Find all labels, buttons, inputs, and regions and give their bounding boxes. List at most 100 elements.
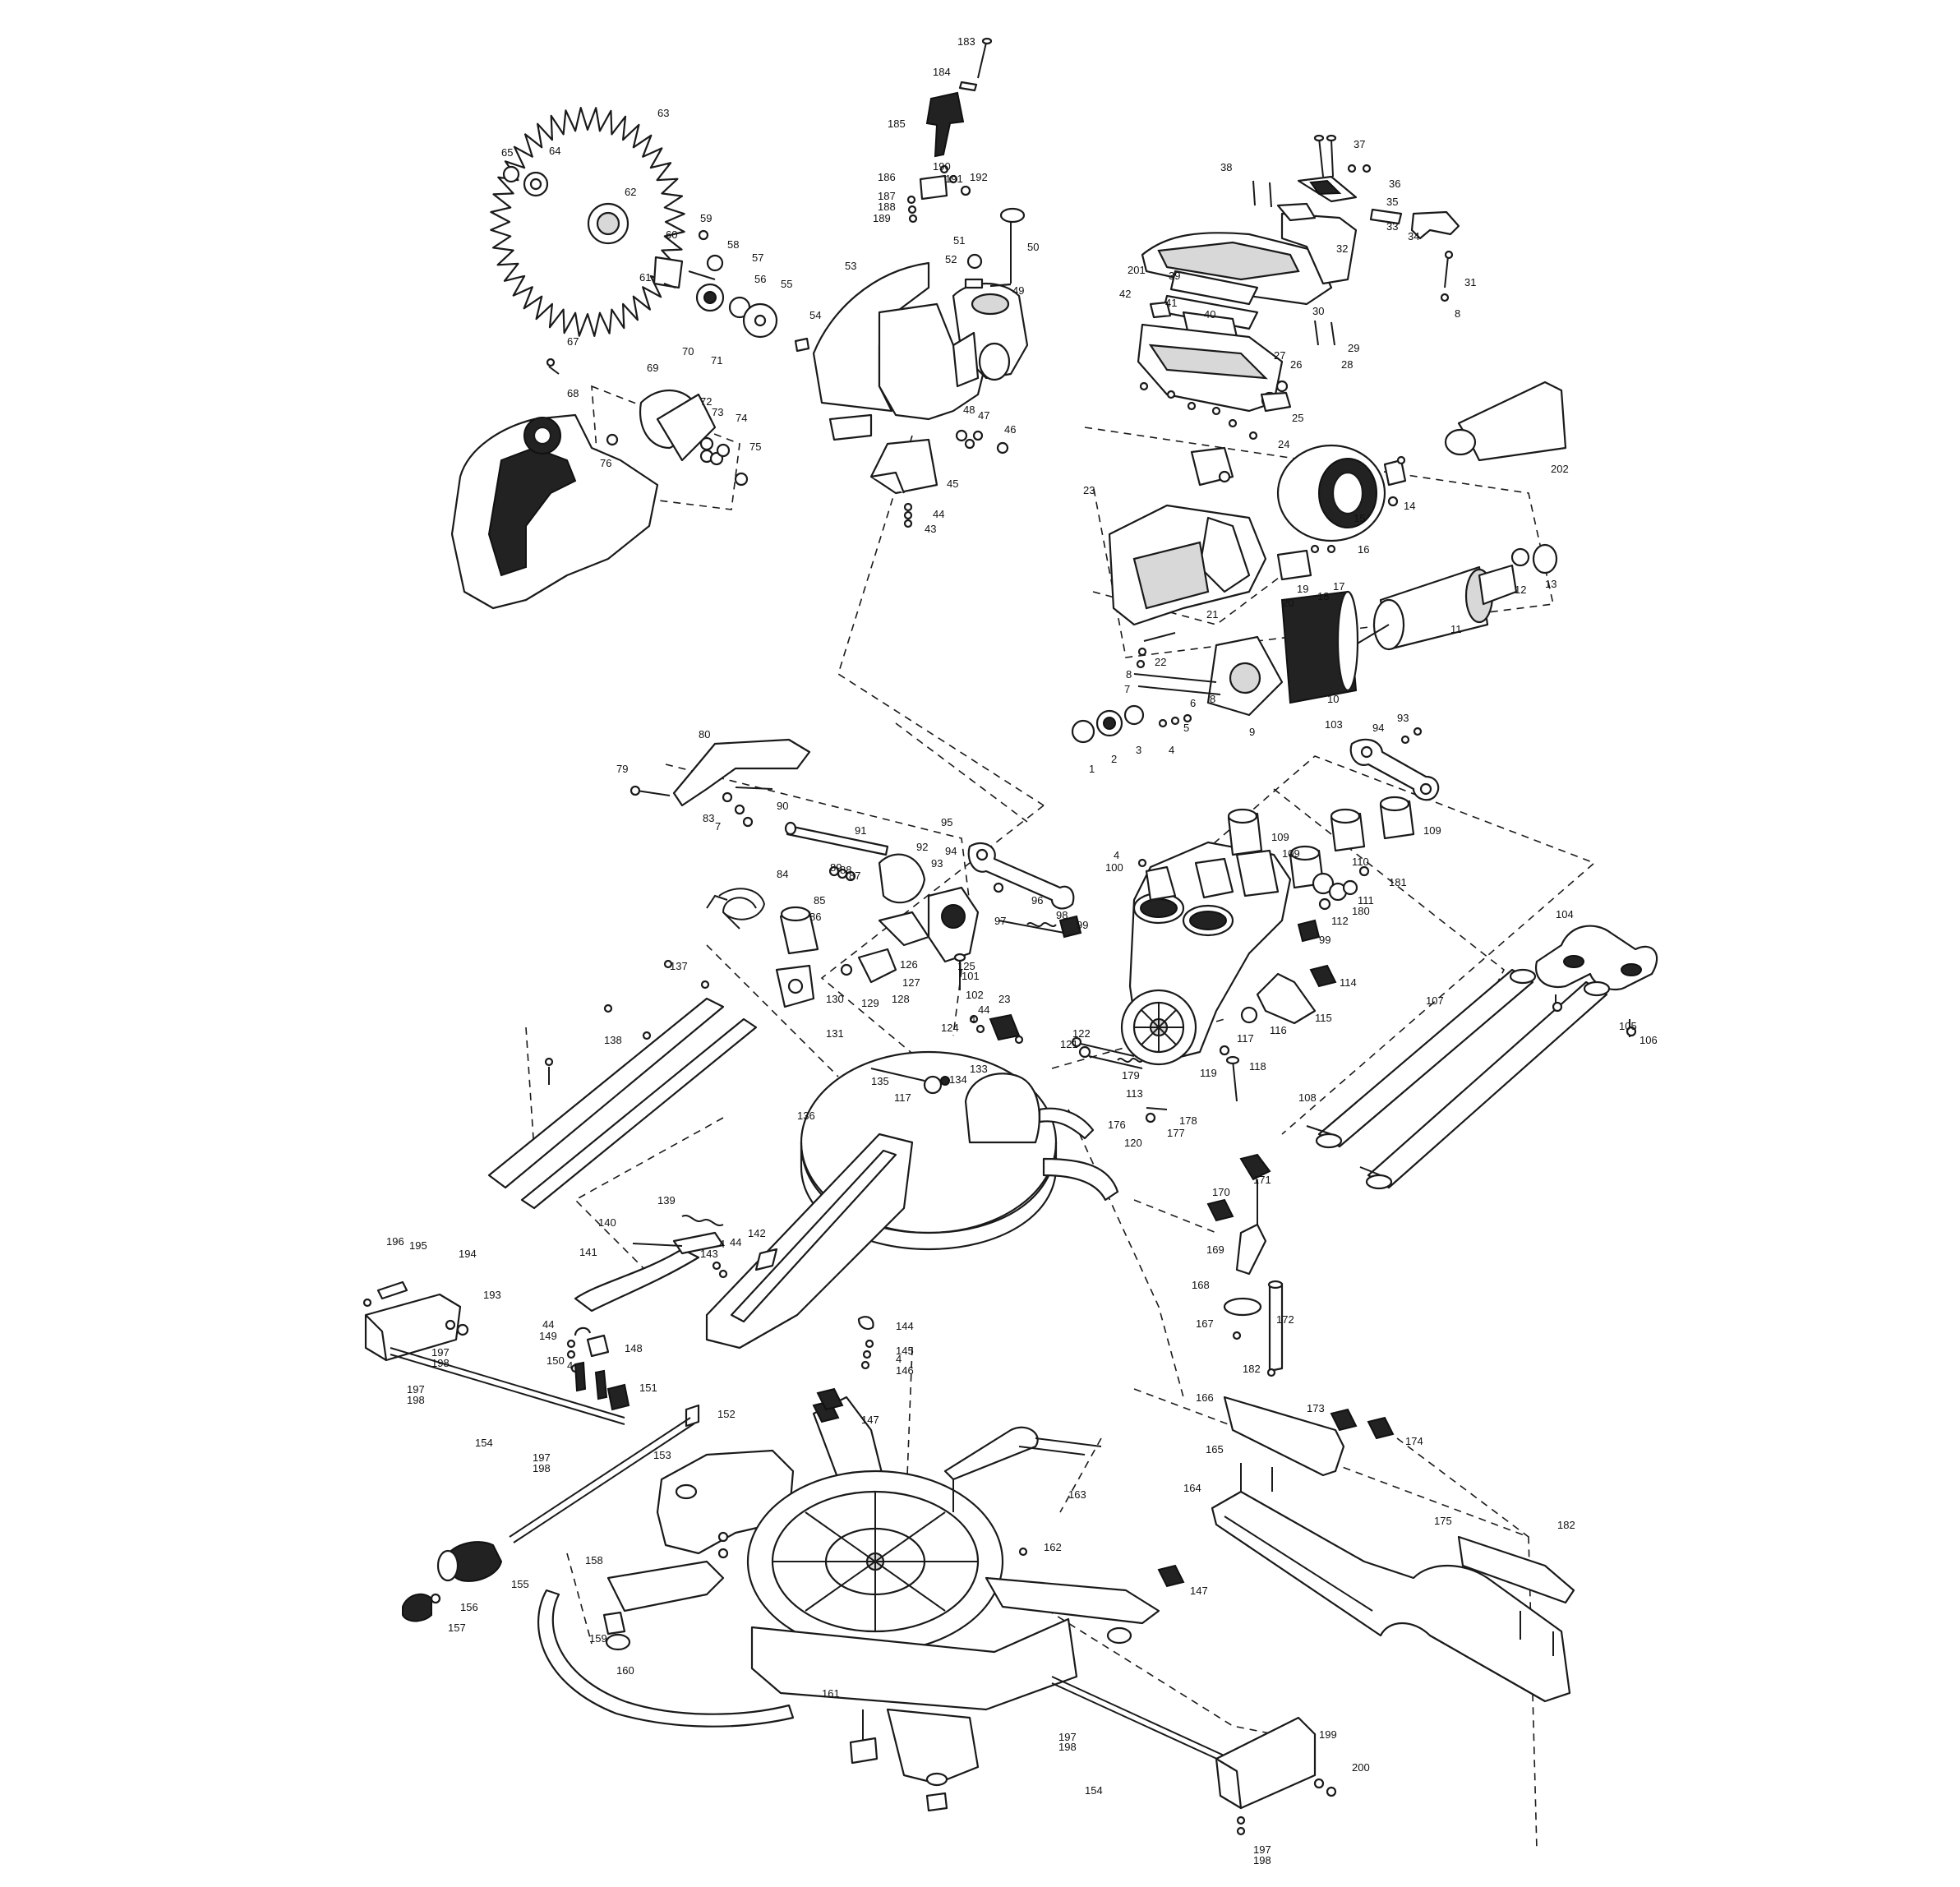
- part-callout-154: 154: [475, 1437, 493, 1449]
- part-callout-160: 160: [616, 1664, 634, 1677]
- part-callout-20: 20: [1282, 597, 1294, 609]
- part-callout-4: 4: [896, 1353, 902, 1365]
- part-callout-173: 173: [1307, 1402, 1325, 1414]
- part-callout-105: 105: [1619, 1020, 1637, 1032]
- part-callout-163: 163: [1068, 1488, 1086, 1501]
- part-callout-59: 59: [700, 212, 712, 224]
- part-callout-118: 118: [1249, 1060, 1266, 1073]
- part-callout-174: 174: [1405, 1435, 1423, 1447]
- part-callout-197: 197: [533, 1451, 551, 1464]
- part-callout-28: 28: [1341, 358, 1353, 371]
- part-callout-36: 36: [1389, 178, 1400, 190]
- part-callout-90: 90: [777, 800, 788, 812]
- part-callout-68: 68: [567, 387, 579, 399]
- part-callout-109: 109: [1271, 831, 1289, 843]
- part-callout-183: 183: [957, 35, 975, 48]
- part-callout-116: 116: [1270, 1024, 1287, 1036]
- part-callout-102: 102: [966, 989, 984, 1001]
- part-callout-26: 26: [1290, 358, 1302, 371]
- part-callout-38: 38: [1220, 161, 1232, 173]
- part-callout-42: 42: [1119, 288, 1131, 300]
- part-callout-114: 114: [1340, 976, 1357, 989]
- part-callout-37: 37: [1354, 138, 1365, 150]
- lower-blade-guard: [450, 358, 749, 610]
- part-callout-145: 145: [896, 1345, 914, 1357]
- part-callout-125: 125: [957, 960, 975, 972]
- part-callout-10: 10: [1327, 693, 1339, 705]
- part-callout-4: 4: [1169, 744, 1174, 756]
- part-callout-103: 103: [1325, 718, 1343, 731]
- part-callout-153: 153: [653, 1449, 671, 1461]
- part-callout-41: 41: [1165, 297, 1177, 309]
- part-callout-8: 8: [1210, 693, 1215, 705]
- part-callout-94: 94: [1372, 722, 1384, 734]
- part-callout-198: 198: [1058, 1741, 1077, 1753]
- part-callout-60: 60: [666, 228, 677, 241]
- part-callout-1: 1: [1089, 763, 1095, 775]
- depth-stop: [1206, 1153, 1284, 1377]
- part-callout-104: 104: [1556, 908, 1574, 920]
- part-callout-143: 143: [700, 1248, 718, 1260]
- part-callout-117: 117: [1237, 1032, 1254, 1045]
- part-callout-175: 175: [1434, 1515, 1452, 1527]
- part-callout-75: 75: [749, 441, 761, 453]
- part-callout-155: 155: [511, 1578, 529, 1590]
- part-callout-76: 76: [600, 457, 611, 469]
- part-callout-34: 34: [1408, 230, 1419, 242]
- part-callout-167: 167: [1196, 1317, 1214, 1330]
- part-callout-110: 110: [1352, 856, 1369, 868]
- part-callout-95: 95: [941, 816, 952, 828]
- part-callout-122: 122: [1072, 1027, 1091, 1040]
- pointer-parts: [857, 1316, 874, 1370]
- part-callout-200: 200: [1352, 1761, 1370, 1774]
- part-callout-117: 117: [894, 1091, 911, 1104]
- part-callout-195: 195: [409, 1239, 427, 1252]
- part-callout-128: 128: [892, 993, 910, 1005]
- part-callout-51: 51: [953, 234, 965, 247]
- part-callout-44: 44: [978, 1003, 989, 1016]
- part-callout-177: 177: [1167, 1127, 1185, 1139]
- part-callout-93: 93: [931, 857, 943, 870]
- part-callout-192: 192: [970, 171, 988, 183]
- part-callout-14: 14: [1404, 500, 1415, 512]
- part-callout-55: 55: [781, 278, 792, 290]
- part-callout-127: 127: [902, 976, 920, 989]
- part-callout-24: 24: [1278, 438, 1289, 450]
- part-callout-108: 108: [1298, 1091, 1317, 1104]
- part-callout-185: 185: [888, 118, 906, 130]
- part-callout-136: 136: [797, 1110, 815, 1122]
- part-callout-80: 80: [699, 728, 710, 740]
- part-callout-112: 112: [1331, 915, 1349, 927]
- part-callout-154: 154: [1085, 1784, 1103, 1797]
- part-callout-21: 21: [1206, 608, 1218, 621]
- base: [602, 1387, 1185, 1812]
- part-callout-63: 63: [657, 107, 669, 119]
- part-callout-115: 115: [1315, 1012, 1332, 1024]
- part-callout-29: 29: [1348, 342, 1359, 354]
- part-callout-72: 72: [700, 395, 712, 408]
- part-callout-126: 126: [900, 958, 918, 971]
- part-callout-93: 93: [1397, 712, 1409, 724]
- part-callout-119: 119: [1200, 1067, 1217, 1079]
- part-callout-106: 106: [1639, 1034, 1658, 1046]
- part-callout-152: 152: [717, 1408, 736, 1420]
- bevel-lock-parts: [566, 1326, 630, 1411]
- part-callout-156: 156: [460, 1601, 478, 1613]
- part-callout-147: 147: [1190, 1585, 1208, 1597]
- part-callout-124: 124: [941, 1022, 959, 1034]
- part-callout-54: 54: [809, 309, 821, 321]
- part-callout-2: 2: [1111, 753, 1117, 765]
- part-callout-197: 197: [1058, 1731, 1077, 1743]
- part-callout-83: 83: [703, 812, 714, 824]
- part-callout-46: 46: [1004, 423, 1016, 436]
- part-callout-45: 45: [947, 478, 958, 490]
- part-callout-89: 89: [830, 861, 842, 874]
- part-callout-121: 121: [1060, 1038, 1078, 1050]
- rest-arc-160: [537, 1589, 795, 1728]
- part-callout-11: 11: [1450, 623, 1462, 635]
- part-callout-146: 146: [896, 1364, 914, 1377]
- part-callout-65: 65: [501, 146, 513, 159]
- part-callout-133: 133: [970, 1063, 988, 1075]
- part-callout-168: 168: [1192, 1279, 1210, 1291]
